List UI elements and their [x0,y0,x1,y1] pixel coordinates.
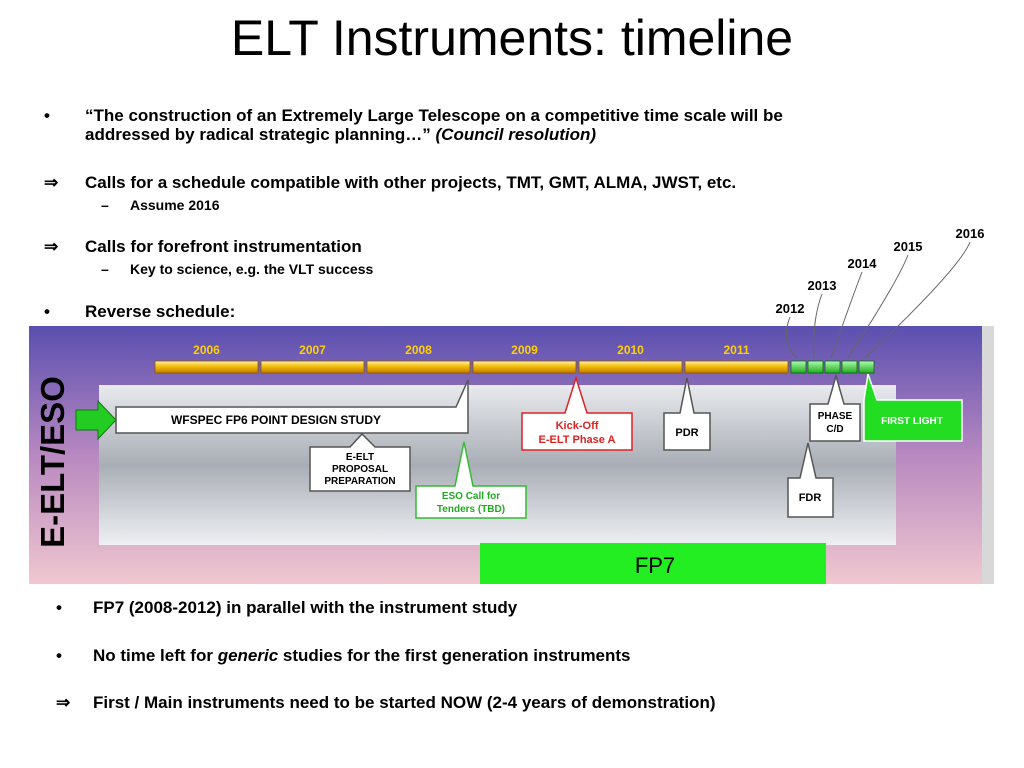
year-bar [260,360,365,374]
bullet-dot: • [56,646,62,665]
kickoff-line1: Kick-Off [556,420,599,432]
year-label: 2008 [405,343,432,357]
bullet-reverse: Reverse schedule: [85,302,236,321]
wfspec-callout [115,379,469,434]
bullet-dot: • [44,106,50,125]
bullet-dot: • [44,302,50,321]
proposal-callout [309,432,411,492]
no-time-post: studies for the first generation instrum… [282,646,631,665]
year-bars: 2006 2007 2008 2009 2010 2011 [154,343,789,374]
year-label: 2006 [193,343,220,357]
late-year-bars [790,360,875,374]
leader-line [785,316,798,359]
no-time-emphasis: generic [217,646,279,665]
entry-arrow [75,399,117,441]
late-year-bar [841,360,858,374]
leader-line [864,241,971,359]
fp7-label: FP7 [635,553,675,578]
proposal-line3: PREPARATION [324,476,395,487]
phase-cd-callout [809,373,861,442]
late-year-bar [790,360,807,374]
phase-cd-line1: PHASE [818,411,853,422]
leader-line [847,254,909,359]
pdr-label: PDR [675,427,698,439]
eso-call-line1: ESO Call for [442,491,500,502]
year-bar [578,360,683,374]
side-label: E-ELT/ESO [34,376,71,548]
bullet-dot: • [56,598,62,617]
year-bar [684,360,789,374]
first-light-callout [863,373,963,442]
quote-citation: (Council resolution) [435,125,597,144]
late-year-bar [824,360,841,374]
slide-title: ELT Instruments: timeline [230,10,794,66]
year-label: 2011 [723,343,749,357]
year-label: 2009 [511,343,538,357]
kickoff-callout [521,375,633,451]
wfspec-label: WFSPEC FP6 POINT DESIGN STUDY [171,413,381,427]
late-year-label: 2016 [956,226,985,241]
late-year-bar [858,360,875,374]
year-bar [472,360,577,374]
bullet-no-time: No time left for generic studies for the… [93,646,631,666]
leader-line [830,271,863,359]
first-light-label: FIRST LIGHT [881,416,943,427]
kickoff-line2: E-ELT Phase A [538,434,615,446]
sub-dash: – [101,261,109,277]
sub-dash: – [101,197,109,213]
fdr-callout [787,442,834,518]
late-year-label: 2012 [776,301,805,316]
diagram-right-edge [982,326,994,584]
year-label: 2010 [617,343,644,357]
implies-arrow: ⇒ [44,173,59,192]
late-year-label: 2014 [848,256,878,271]
proposal-line1: E-ELT [346,452,374,463]
late-year-bar [807,360,824,374]
phase-cd-line2: C/D [826,424,843,435]
bullet-schedule: Calls for a schedule compatible with oth… [85,173,737,192]
pdr-callout [663,377,711,451]
no-time-pre: No time left for [93,646,213,665]
eso-call-callout [415,441,527,519]
eso-call-line2: Tenders (TBD) [437,504,505,515]
quote-text: addressed by radical strategic planning…… [85,125,431,144]
proposal-line2: PROPOSAL [332,464,388,475]
late-year-label: 2015 [894,239,923,254]
fdr-label: FDR [799,492,822,504]
bullet-quote-line1: “The construction of an Extremely Large … [85,106,783,125]
year-label: 2007 [299,343,326,357]
fp7-box [480,543,826,584]
sub-assume: Assume 2016 [130,197,220,213]
implies-arrow: ⇒ [44,237,59,256]
year-bar [366,360,471,374]
sub-key-science: Key to science, e.g. the VLT success [130,261,374,277]
bullet-fp7-parallel: FP7 (2008-2012) in parallel with the ins… [93,598,518,617]
bullet-instrumentation: Calls for forefront instrumentation [85,237,362,256]
bullet-quote-line2: addressed by radical strategic planning…… [85,125,596,145]
implies-arrow: ⇒ [56,693,71,712]
late-year-label: 2013 [808,278,837,293]
bullet-start-now: First / Main instruments need to be star… [93,693,716,712]
leader-line [813,293,823,359]
year-bar [154,360,259,374]
